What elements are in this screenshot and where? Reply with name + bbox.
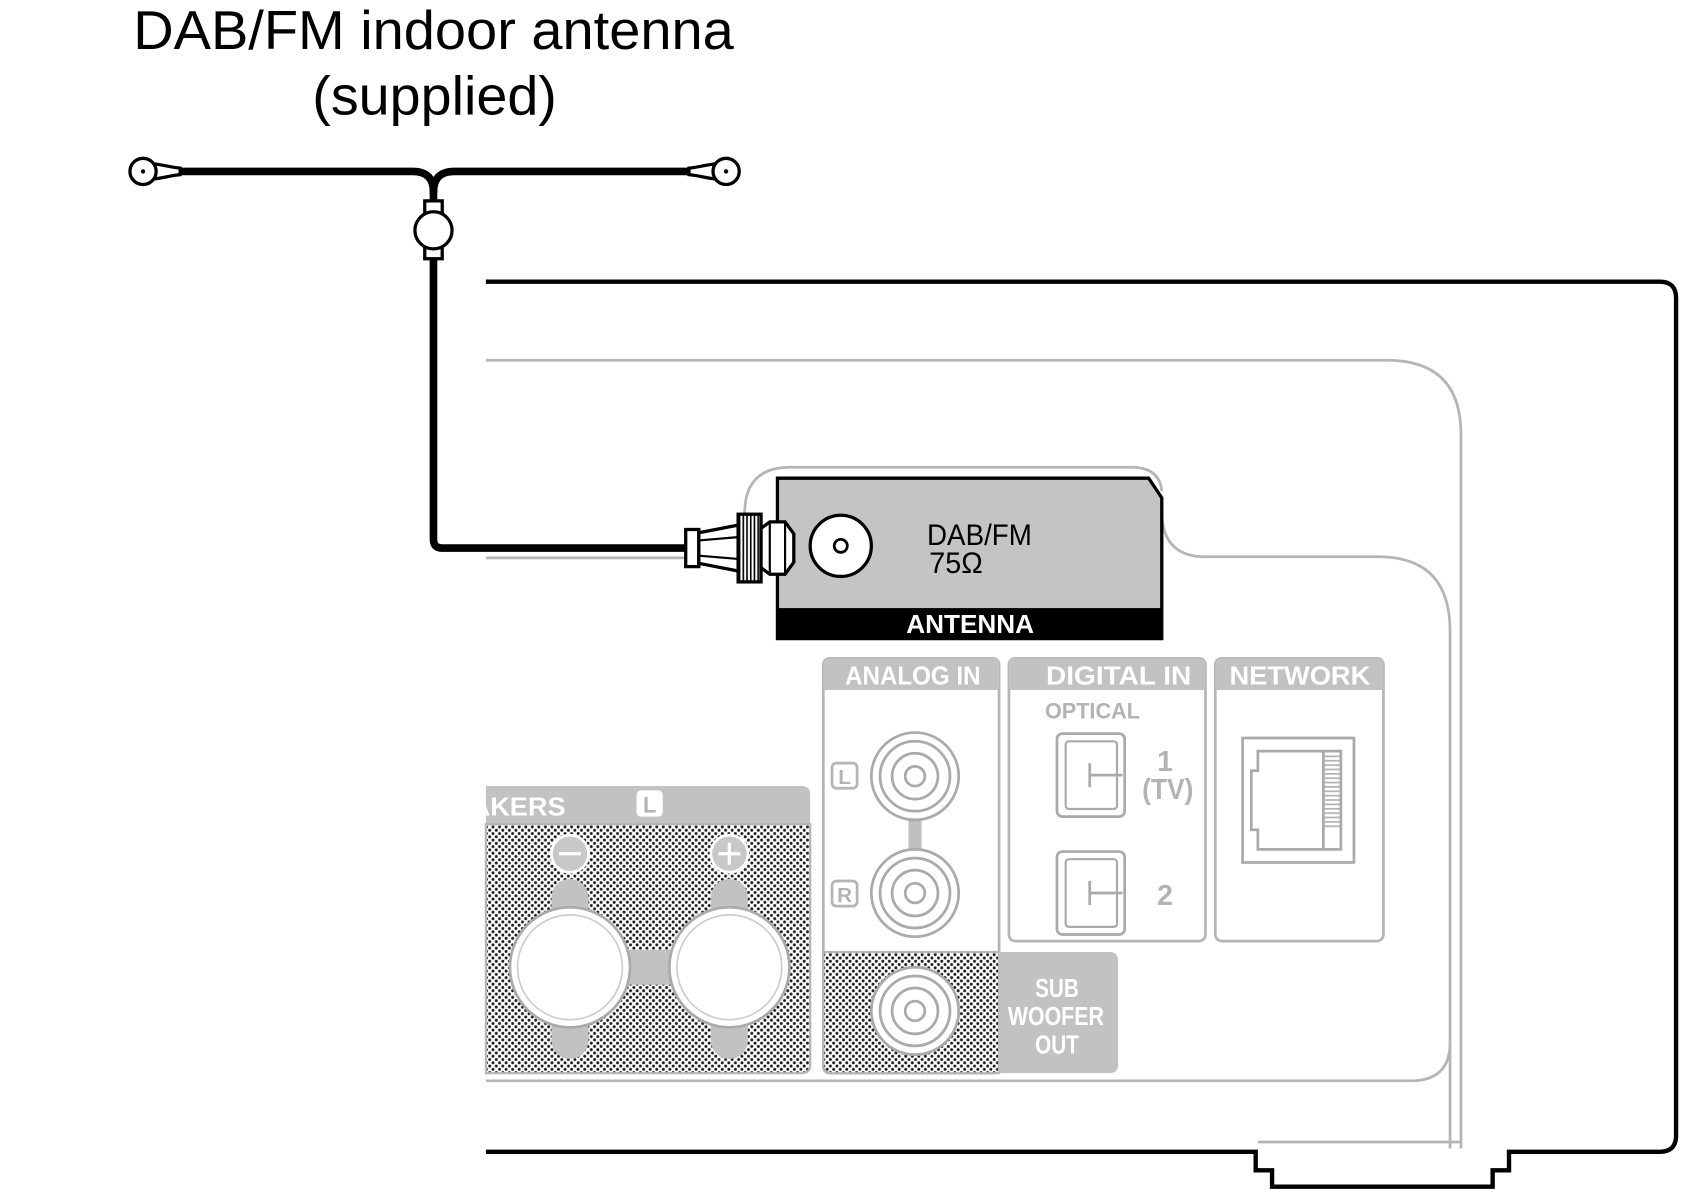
optical-port-1-number: 1 (1157, 746, 1173, 778)
junction-body (413, 210, 454, 251)
analog-in-section: ANALOG IN L R (821, 656, 1001, 1075)
antenna-wire-left (173, 167, 438, 196)
antenna-impedance-label: 75Ω (929, 547, 983, 580)
rear-panel-outline (485, 358, 1463, 1149)
analog-in-right-jack (869, 848, 961, 939)
antenna-lug-right (687, 156, 741, 187)
plug-sleeve-line (698, 536, 739, 542)
antenna-section-label: ANTENNA (906, 609, 1034, 639)
optical-port-2 (1055, 850, 1127, 936)
antenna-feed-cable (429, 251, 694, 552)
optical-port-1-name: (TV) (1142, 774, 1193, 806)
f-connector-plug (684, 512, 796, 584)
antenna-lug-tail (151, 161, 182, 181)
panel-bottom-edge (485, 1042, 1452, 1083)
plus-circle-icon (709, 833, 750, 874)
speakers-channel-label: L (643, 792, 656, 817)
analog-right-badge (830, 879, 859, 908)
diagram-subtitle: (supplied) (312, 66, 557, 127)
optical-port-notch (1088, 763, 1123, 788)
speaker-terminal-negative (508, 905, 632, 1029)
terminal-cap-inner (516, 914, 624, 1021)
speakers-section: AKERS L (471, 786, 812, 1075)
panel-inner-edge (1160, 515, 1452, 1149)
analog-in-header-label: ANALOG IN (845, 661, 980, 691)
analog-in-header (823, 658, 1000, 690)
indoor-antenna (128, 156, 796, 584)
rca-jack-pin (903, 881, 927, 905)
antenna-lug-left (128, 156, 182, 187)
subwoofer-label-line2: WOOFER (1008, 1001, 1104, 1031)
digital-in-section: DIGITAL IN OPTICAL 1 (TV) 2 (1007, 656, 1207, 943)
diagram-title: DAB/FM indoor antenna (133, 0, 734, 61)
speaker-terminal-positive (667, 905, 791, 1029)
optical-port-2-number: 2 (1157, 880, 1173, 912)
analog-jack-link (908, 816, 922, 854)
subwoofer-label-line3: OUT (1035, 1030, 1079, 1060)
analog-in-left-jack (869, 731, 961, 822)
analog-right-label: R (837, 884, 852, 907)
terminal-cap-inner (676, 914, 783, 1021)
optical-port-notch (1088, 881, 1123, 906)
plug-hex-nut (759, 520, 796, 576)
antenna-junction-connector (413, 199, 454, 261)
speakers-channel-badge (636, 790, 663, 817)
network-section: NETWORK (1213, 656, 1385, 943)
antenna-label-band (777, 608, 1162, 639)
rca-jack-pin (903, 765, 927, 788)
plug-sleeve-line (698, 554, 739, 561)
antenna-jack-center (832, 537, 849, 554)
digital-in-header (1008, 658, 1206, 690)
subwoofer-out-section: SUB WOOFER OUT (822, 950, 1119, 1075)
subwoofer-out-label-box (999, 951, 1119, 1074)
subwoofer-out-jack (869, 965, 961, 1056)
analog-left-label: L (838, 766, 851, 789)
rca-jack-pin (903, 999, 927, 1023)
antenna-lug-tail (687, 161, 718, 181)
ethernet-port (1241, 736, 1356, 864)
panel-outer-edge (485, 358, 1463, 1149)
plug-sleeve (697, 523, 740, 573)
subwoofer-label-line1: SUB (1035, 973, 1079, 1003)
ethernet-port-socket (1249, 749, 1343, 851)
optical-port-1 (1055, 732, 1127, 818)
analog-left-badge (830, 761, 859, 790)
antenna-terminal-label: DAB/FM (927, 519, 1032, 552)
antenna-lug-hole (140, 169, 146, 174)
network-header-label: NETWORK (1229, 661, 1370, 691)
antenna-housing-edge (743, 465, 1164, 579)
antenna-wire-right (429, 167, 697, 210)
optical-label: OPTICAL (1045, 698, 1140, 723)
receiver-chassis-outline (485, 279, 1679, 1189)
speakers-header-label: AKERS (471, 792, 566, 822)
plug-knurled-nut (736, 512, 763, 584)
plug-cable-boot (684, 527, 701, 569)
ethernet-port-pins (1323, 753, 1341, 828)
antenna-terminal-panel: ANTENNA DAB/FM 75Ω (775, 476, 1164, 641)
antenna-lug-hole (723, 169, 729, 174)
digital-in-header-label: DIGITAL IN (1046, 661, 1191, 691)
network-header (1215, 658, 1384, 690)
minus-circle-icon (550, 833, 590, 874)
